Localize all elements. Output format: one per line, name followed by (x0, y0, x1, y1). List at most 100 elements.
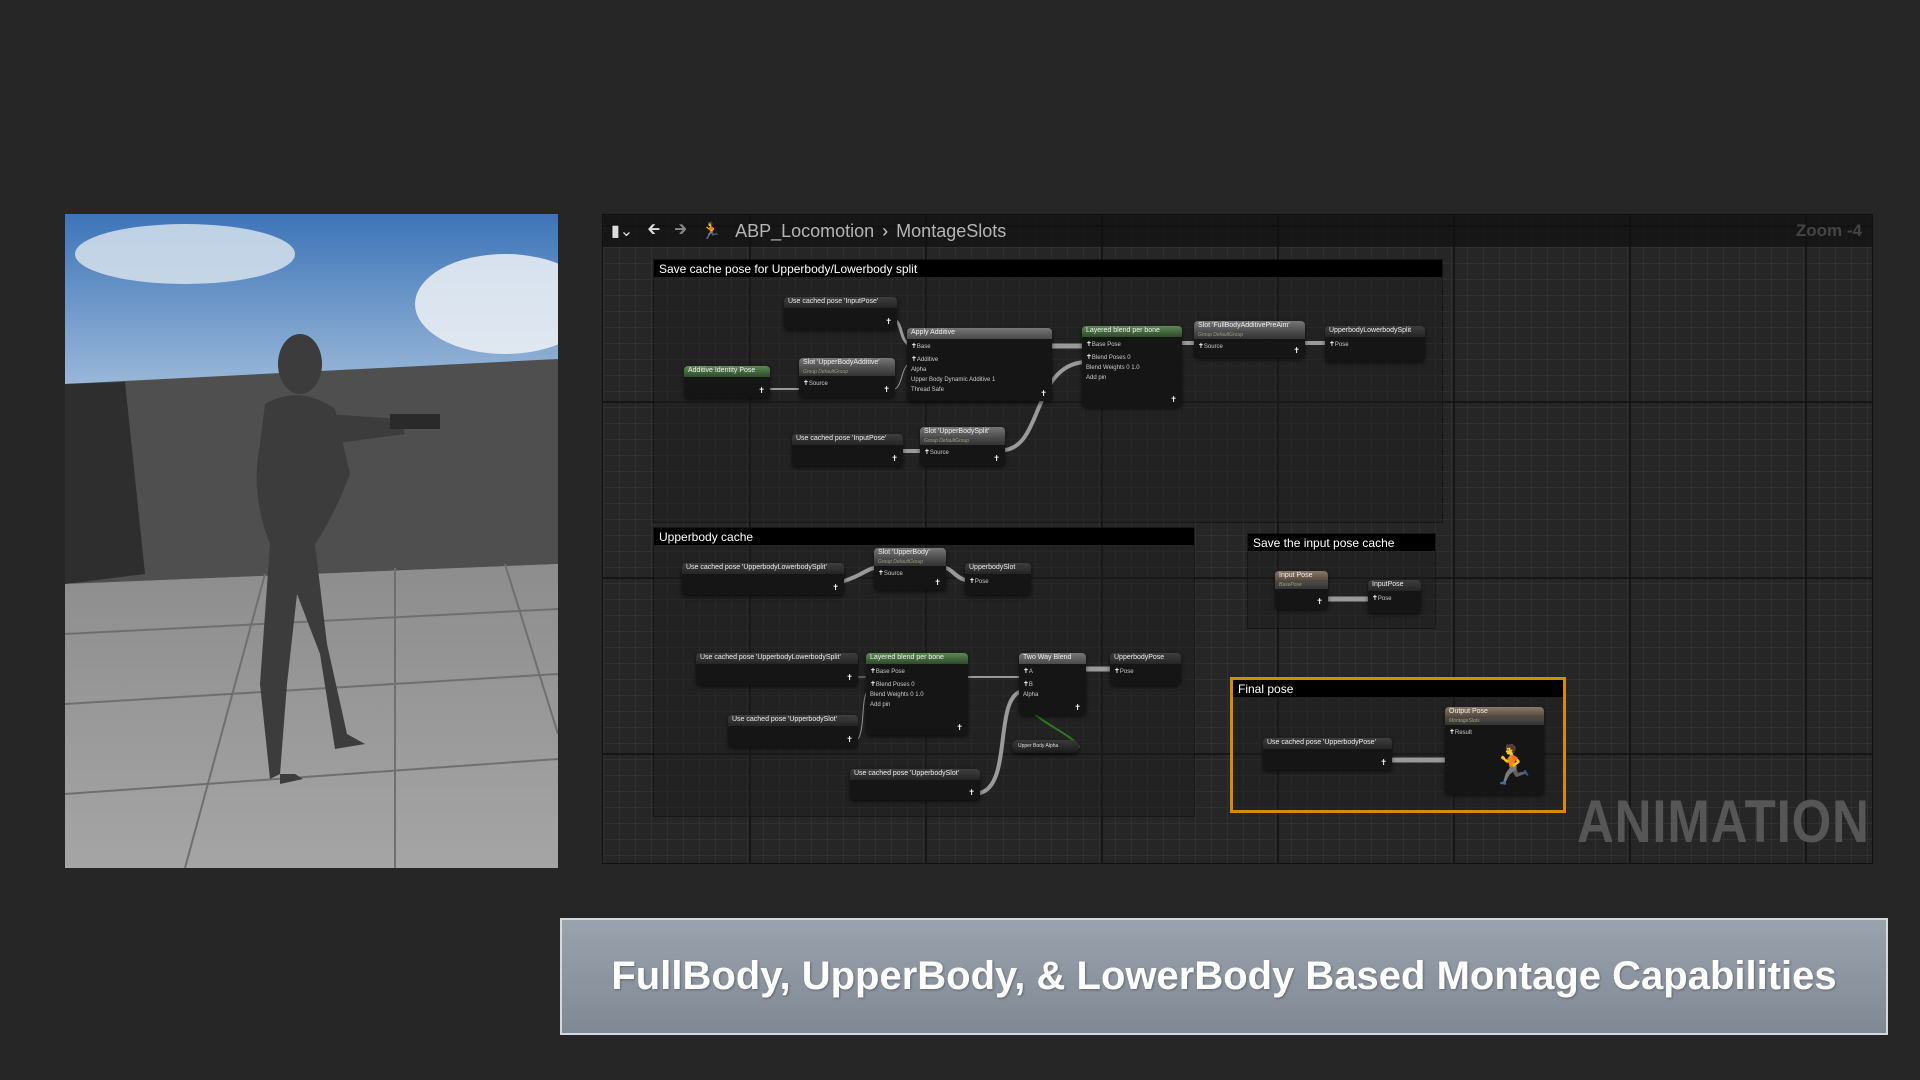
output-pose-pin-icon[interactable]: ✝ (885, 317, 892, 326)
back-arrow-icon[interactable]: 🡰 (647, 220, 661, 238)
variable-node[interactable]: Upper Body Alpha (1012, 740, 1079, 753)
node-property[interactable]: Add pin (870, 702, 891, 708)
running-mannequin-icon: 🏃 (1488, 745, 1536, 787)
output-pose-pin-icon[interactable]: ✝ (1074, 703, 1081, 712)
graph-node[interactable]: InputPosePose (1368, 580, 1421, 613)
comment-title: Save cache pose for Upperbody/Lowerbody … (654, 260, 1442, 277)
viewport-preview (65, 214, 558, 868)
output-pose-pin-icon[interactable]: ✝ (891, 454, 898, 463)
caption-banner: FullBody, UpperBody, & LowerBody Based M… (560, 918, 1888, 1035)
graph-node[interactable]: Use cached pose 'InputPose' ✝ (784, 297, 897, 329)
graph-node[interactable]: Two Way BlendAB Alpha ✝ (1019, 653, 1086, 715)
graph-node[interactable]: Use cached pose 'UpperbodyLowerbodySplit… (696, 653, 858, 685)
graph-node[interactable]: Layered blend per boneBase PoseBlend Pos… (866, 653, 968, 735)
graph-node[interactable]: Output PoseMontageSlotsResult 🏃 (1445, 707, 1544, 794)
graph-node[interactable]: Use cached pose 'UpperbodyLowerbodySplit… (682, 563, 844, 595)
output-pose-pin-icon[interactable]: ✝ (993, 454, 1000, 463)
node-title: UpperbodyPose (1110, 653, 1181, 664)
mannequin-scene (65, 214, 558, 868)
node-title: Use cached pose 'UpperbodyLowerbodySplit… (682, 563, 844, 574)
output-pose-pin-icon[interactable]: ✝ (1170, 395, 1177, 404)
node-title: Use cached pose 'InputPose' (792, 434, 903, 445)
animation-watermark: ANIMATION (1577, 788, 1870, 855)
input-pin[interactable]: Pose (1325, 337, 1425, 350)
breadcrumb-separator-icon: › (882, 220, 889, 241)
graph-node[interactable]: Slot 'UpperBody'Group DefaultGroupSource… (874, 548, 946, 590)
input-pin[interactable]: Pose (1110, 664, 1181, 677)
input-pin[interactable]: Pose (965, 574, 1031, 587)
node-title: Slot 'UpperBodySplit' (920, 427, 1005, 438)
output-pose-pin-icon[interactable]: ✝ (1380, 758, 1387, 767)
graph-node[interactable]: Slot 'UpperBodyAdditive'Group DefaultGro… (799, 358, 895, 397)
input-pin[interactable]: Pose (1368, 591, 1421, 604)
node-title: Layered blend per bone (866, 653, 968, 664)
output-pose-pin-icon[interactable]: ✝ (883, 385, 890, 394)
node-property[interactable]: Thread Safe (911, 387, 945, 393)
node-subtitle: Group DefaultGroup (799, 369, 895, 376)
node-property[interactable]: Add pin (1086, 375, 1107, 381)
breadcrumb-abp-locomotion[interactable]: ABP_Locomotion (735, 220, 875, 241)
node-title: Use cached pose 'UpperbodySlot' (850, 769, 980, 780)
node-title: Slot 'FullBodyAdditivePreAim' (1194, 321, 1305, 332)
graph-node[interactable]: UpperbodySlotPose (965, 563, 1031, 595)
output-pose-pin-icon[interactable]: ✝ (956, 723, 963, 732)
forward-arrow-icon[interactable]: 🡲 (674, 220, 688, 238)
output-pose-pin-icon[interactable]: ✝ (846, 673, 853, 682)
graph-node[interactable]: Layered blend per boneBase PoseBlend Pos… (1082, 326, 1182, 407)
graph-node[interactable]: Apply AdditiveBaseAdditiveAlphaUpper Bod… (907, 328, 1052, 401)
input-pin[interactable]: Blend Poses 0 (866, 677, 968, 690)
input-pin[interactable]: Source (920, 445, 1005, 458)
node-property[interactable]: Alpha (1023, 692, 1039, 698)
node-property[interactable]: Blend Weights 0 1.0 (870, 692, 924, 698)
breadcrumb-montage-slots[interactable]: MontageSlots (896, 220, 1007, 241)
input-pin[interactable]: B (1019, 677, 1086, 690)
bookmark-icon[interactable]: ▮⌄ (611, 223, 634, 240)
output-pose-pin-icon[interactable]: ✝ (1293, 346, 1300, 355)
input-pin[interactable]: Base Pose (1082, 337, 1182, 350)
input-pin[interactable]: Source (1194, 339, 1305, 352)
graph-node[interactable]: Use cached pose 'UpperbodySlot' ✝ (850, 769, 980, 800)
node-title: Apply Additive (907, 328, 1052, 339)
running-man-icon: 🏃 (701, 223, 722, 240)
node-title: Input Pose (1275, 571, 1328, 582)
output-pose-pin-icon[interactable]: ✝ (934, 578, 941, 587)
comment-title: Save the input pose cache (1248, 534, 1435, 551)
zoom-level: Zoom -4 (1795, 221, 1862, 240)
input-pin[interactable]: Base Pose (866, 664, 968, 677)
graph-node[interactable]: Use cached pose 'InputPose' ✝ (792, 434, 903, 466)
node-property[interactable]: Blend Weights 0 1.0 (1086, 365, 1140, 371)
output-pose-pin-icon[interactable]: ✝ (758, 386, 765, 395)
input-pin[interactable]: Result (1445, 725, 1544, 738)
graph-node[interactable]: UpperbodyPosePose (1110, 653, 1181, 685)
node-property[interactable]: Alpha (911, 367, 927, 373)
graph-node[interactable]: UpperbodyLowerbodySplitPose (1325, 326, 1425, 361)
graph-node[interactable]: Slot 'FullBodyAdditivePreAim'Group Defau… (1194, 321, 1305, 358)
graph-node[interactable]: Slot 'UpperBodySplit'Group DefaultGroupS… (920, 427, 1005, 466)
output-pose-pin-icon[interactable]: ✝ (1040, 389, 1047, 398)
input-pin[interactable]: Blend Poses 0 (1082, 350, 1182, 363)
node-subtitle: Group DefaultGroup (920, 438, 1005, 445)
graph-node[interactable]: Additive Identity Pose ✝ (684, 366, 770, 398)
graph-node[interactable]: Use cached pose 'UpperbodySlot'✝ (728, 715, 858, 747)
input-pin[interactable]: Source (799, 376, 895, 389)
input-pin[interactable]: Additive (907, 352, 1052, 365)
output-pose-pin-icon[interactable]: ✝ (1316, 597, 1323, 606)
node-title: Use cached pose 'UpperbodyLowerbodySplit… (696, 653, 858, 664)
node-property[interactable]: Upper Body Dynamic Additive 1 (911, 377, 996, 383)
node-title: Output Pose (1445, 707, 1544, 718)
output-pose-pin-icon[interactable]: ✝ (846, 735, 853, 744)
input-pin[interactable]: Base (907, 339, 1052, 352)
output-pose-pin-icon[interactable]: ✝ (968, 788, 975, 797)
node-title: UpperbodySlot (965, 563, 1031, 574)
input-pin[interactable]: A (1019, 664, 1086, 677)
anim-graph-editor[interactable]: Save cache pose for Upperbody/Lowerbody … (602, 214, 1873, 864)
node-title: Use cached pose 'InputPose' (784, 297, 897, 308)
node-title: Slot 'UpperBodyAdditive' (799, 358, 895, 369)
node-title: Additive Identity Pose (684, 366, 770, 377)
output-pose-pin-icon[interactable]: ✝ (832, 583, 839, 592)
node-title: Two Way Blend (1019, 653, 1086, 664)
graph-node[interactable]: Use cached pose 'UpperbodyPose'✝ (1263, 738, 1392, 770)
input-pin[interactable]: Source (874, 566, 946, 579)
node-subtitle: MontageSlots (1445, 718, 1544, 725)
